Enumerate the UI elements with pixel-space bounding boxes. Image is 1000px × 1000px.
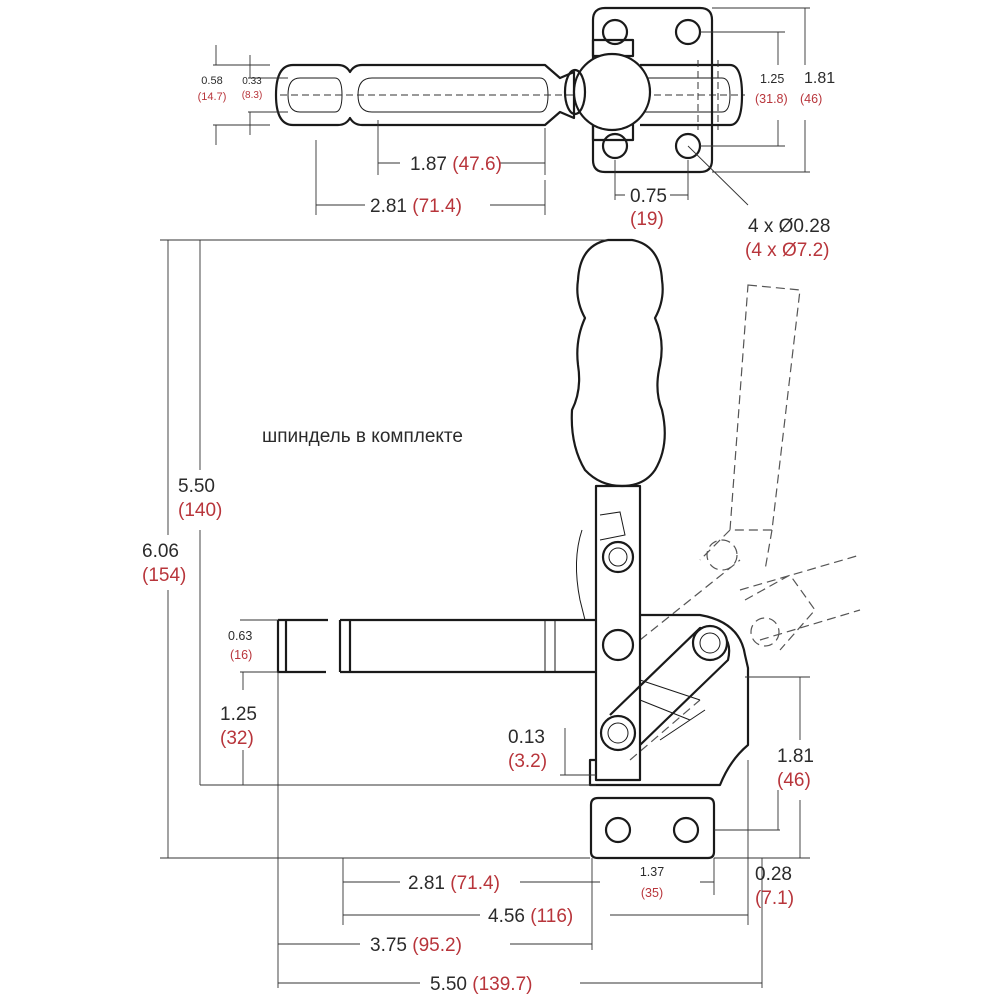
dim-033-met: (8.3) xyxy=(242,90,263,101)
dim-187-lines xyxy=(377,120,546,175)
dim-075-met: (19) xyxy=(630,209,664,230)
dim-063-met: (16) xyxy=(230,648,252,662)
dim-028-lines xyxy=(714,790,780,831)
top-arm-slot-left xyxy=(287,77,343,113)
dim-bot-456-met: (116) xyxy=(530,906,573,927)
dim-606-met: (154) xyxy=(142,565,186,586)
side-pivot-3-in xyxy=(607,722,629,744)
dim-top-187-met: (47.6) xyxy=(452,154,502,175)
dim-137-imp: 1.37 xyxy=(640,865,664,879)
dim-holes-leader xyxy=(687,145,749,206)
dim-top-125-met: (31.8) xyxy=(755,92,788,106)
dim-058-met: (14.7) xyxy=(198,91,227,103)
dim-bot-456: 4.56 (116) xyxy=(488,906,573,927)
dim-606-lines xyxy=(160,239,608,859)
dim-058-lines xyxy=(213,45,288,145)
top-arm-slot-right xyxy=(357,77,549,113)
side-pivot-4-in xyxy=(699,632,721,654)
dim-holes-imp: 4 x Ø0.28 xyxy=(748,216,830,237)
side-base-hole-1 xyxy=(604,816,632,844)
dim-top-281: 2.81 (71.4) xyxy=(370,196,462,217)
dim-125-181-lines xyxy=(700,7,810,173)
top-view xyxy=(213,6,810,215)
top-hole-2 xyxy=(674,18,702,46)
phantom-pivot-2 xyxy=(750,617,780,647)
dim-top-281-imp: 2.81 xyxy=(370,196,407,217)
dim-top-181-met: (46) xyxy=(800,92,822,106)
dim-bot-281: 2.81 (71.4) xyxy=(408,873,500,894)
side-view xyxy=(160,238,861,988)
dim-013-lines xyxy=(560,728,596,786)
phantom-handle xyxy=(699,284,801,571)
dim-137-met: (35) xyxy=(641,886,663,900)
side-pivot-1-in xyxy=(608,547,628,567)
dim-side-181-imp: 1.81 xyxy=(777,746,814,767)
top-handle-rail xyxy=(640,63,744,127)
dim-550h-imp: 5.50 xyxy=(178,476,215,497)
dim-075-imp: 0.75 xyxy=(630,186,667,207)
clamp-body xyxy=(588,613,750,787)
dim-bot-375-met: (95.2) xyxy=(412,935,462,956)
dim-top-187: 1.87 (47.6) xyxy=(410,154,502,175)
top-hidden-pin xyxy=(697,60,719,130)
dim-holes-met: (4 x Ø7.2) xyxy=(745,240,829,261)
phantom-arm xyxy=(739,554,861,651)
dim-bottom-lines xyxy=(277,672,763,988)
dim-side-181-met: (46) xyxy=(777,770,811,791)
dim-606-imp: 6.06 xyxy=(142,541,179,562)
dim-063-imp: 0.63 xyxy=(228,629,252,643)
dim-top-281-met: (71.4) xyxy=(412,196,462,217)
dim-028-imp: 0.28 xyxy=(755,864,792,885)
spindle-arm-detail xyxy=(544,620,556,672)
dim-bot-281-imp: 2.81 xyxy=(408,873,445,894)
dim-top-181-imp: 1.81 xyxy=(804,70,835,87)
handle-lever-detail xyxy=(575,511,626,621)
top-handle-rail-inner xyxy=(640,77,731,113)
top-knob xyxy=(572,52,652,132)
side-base-plate xyxy=(589,796,716,860)
phantom-link xyxy=(629,559,741,761)
dim-550h-lines xyxy=(199,240,590,786)
dim-bot-375-imp: 3.75 xyxy=(370,935,407,956)
dim-063-lines xyxy=(240,619,278,673)
side-pivot-4 xyxy=(691,624,729,662)
dim-bot-550-met: (139.7) xyxy=(472,974,532,995)
dim-075-lines xyxy=(614,160,689,200)
dim-058-imp: 0.58 xyxy=(201,75,222,87)
handle-lever xyxy=(594,484,642,782)
dim-013-met: (3.2) xyxy=(508,751,547,772)
dim-033-imp: 0.33 xyxy=(242,76,262,87)
dim-181-lines xyxy=(714,676,810,859)
phantom-pivot xyxy=(706,539,738,571)
top-base-plate xyxy=(591,6,714,174)
top-hole-3 xyxy=(601,132,629,160)
dim-bot-375: 3.75 (95.2) xyxy=(370,935,462,956)
dim-bot-281-met: (71.4) xyxy=(450,873,500,894)
spindle-arm-left xyxy=(276,618,328,674)
side-pivot-1 xyxy=(601,540,635,574)
dim-bot-550-imp: 5.50 xyxy=(430,974,467,995)
handle-grip xyxy=(570,238,666,488)
top-hole-1 xyxy=(601,18,629,46)
body-hidden xyxy=(639,679,706,741)
dim-bot-550: 5.50 (139.7) xyxy=(430,974,532,995)
dim-028-met: (7.1) xyxy=(755,888,794,909)
top-knob-collar xyxy=(563,68,587,116)
dim-side-125-met: (32) xyxy=(220,728,254,749)
dim-top-125-imp: 1.25 xyxy=(760,72,784,86)
spindle-arm-main xyxy=(338,618,596,674)
dim-550h-met: (140) xyxy=(178,500,222,521)
dim-top-187-imp: 1.87 xyxy=(410,154,447,175)
side-pivot-2 xyxy=(601,628,635,662)
dim-013-imp: 0.13 xyxy=(508,727,545,748)
dim-bot-456-imp: 4.56 xyxy=(488,906,525,927)
side-base-hole-2 xyxy=(672,816,700,844)
dim-side-125-imp: 1.25 xyxy=(220,704,257,725)
dim-281-lines xyxy=(315,140,546,215)
note-label: шпиндель в комплекте xyxy=(262,426,463,447)
top-arm-outer xyxy=(274,63,576,127)
side-pivot-3 xyxy=(599,714,637,752)
